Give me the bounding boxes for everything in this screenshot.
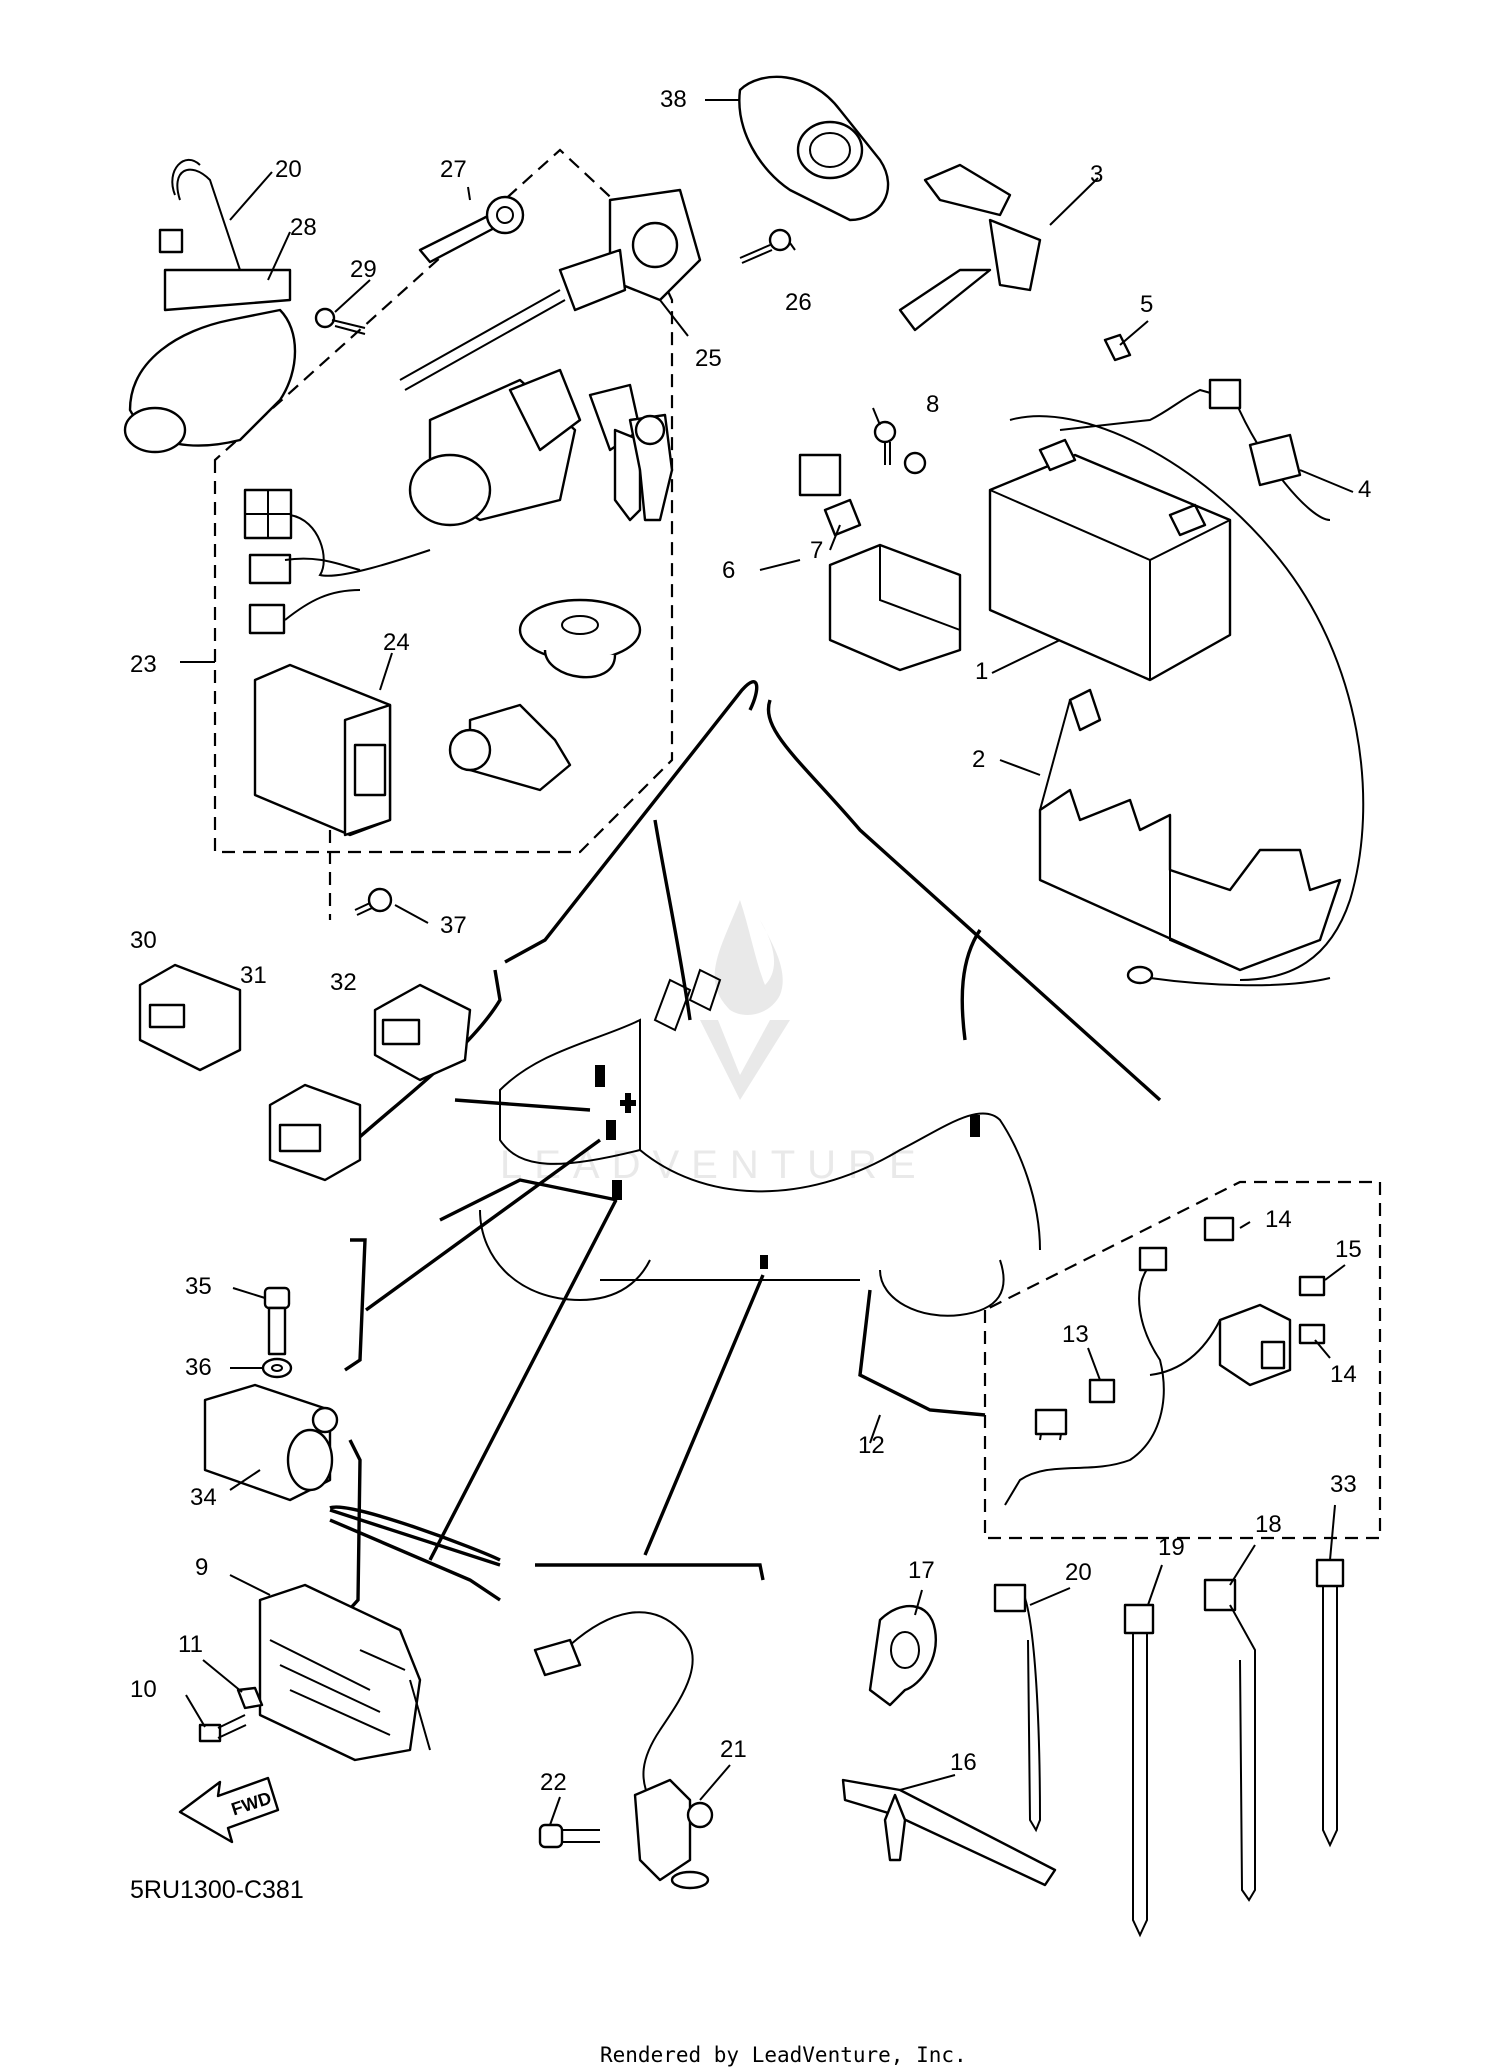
label-14-top: 14 [1265,1206,1292,1233]
label-6: 6 [722,557,735,584]
part-15-fuse [1298,1275,1326,1297]
label-37: 37 [440,912,467,939]
part-16-harness-band [841,1778,1057,1887]
label-14-bottom: 14 [1330,1361,1357,1388]
label-8: 8 [926,391,939,418]
part-32-connector [373,983,472,1082]
label-30: 30 [130,927,157,954]
part-14-fuse-holder [1203,1216,1326,1345]
label-1: 1 [975,658,988,685]
part-38-cover-plate [738,75,890,222]
group-23-outline [213,148,674,854]
part-24-cdi-unit [253,663,392,837]
part-fuel-cap [518,598,642,679]
label-7: 7 [810,537,823,564]
label-19: 19 [1158,1534,1185,1561]
scooter-outline [479,968,1041,1317]
part-21-sensor [533,1611,714,1890]
label-35: 35 [185,1273,212,1300]
label-22: 22 [540,1769,567,1796]
footer-credit: Rendered by LeadVenture, Inc. [600,2043,967,2067]
label-3: 3 [1090,161,1103,188]
forward-arrow-icon: FWD [178,1776,280,1844]
part-27-key [418,195,525,264]
part-20-cable-tie [993,1583,1042,1833]
part-28-switch-housing [123,158,297,454]
label-29: 29 [350,256,377,283]
label-25: 25 [695,345,722,372]
connector-mark [595,1065,605,1087]
label-11: 11 [178,1631,203,1658]
part-ignition-key [628,413,674,522]
part-11-spacer [236,1686,264,1710]
label-13: 13 [1062,1321,1089,1348]
part-4-battery-cable [1009,378,1365,981]
label-2: 2 [972,746,985,773]
watermark-flame-icon [714,900,783,1015]
label-12: 12 [858,1432,885,1459]
part-30-connector [138,963,242,1072]
part-18-cable-tie [1203,1578,1256,1902]
part-26-screw [739,228,792,264]
label-33: 33 [1330,1471,1357,1498]
part-36-washer [261,1357,293,1379]
group-12-outline [983,1180,1382,1540]
watermark-text: LEADVENTURE [500,1143,928,1187]
label-15: 15 [1335,1236,1362,1263]
part-22-bolt [538,1823,600,1849]
label-38: 38 [660,86,687,113]
label-18: 18 [1255,1511,1282,1538]
part-37-screw [328,830,393,920]
part-17-clamp [868,1605,937,1707]
connector-mark [760,1255,768,1269]
label-4: 4 [1358,476,1371,503]
part-29-screw [314,307,366,335]
part-35-bolt [263,1286,291,1356]
label-24: 24 [383,629,410,656]
part-8-bolt [873,420,927,475]
label-31: 31 [240,962,267,989]
connector-mark [606,1120,616,1140]
label-5: 5 [1140,291,1153,318]
label-17: 17 [908,1557,935,1584]
part-5-terminal [1103,333,1132,362]
part-7-fuse [823,498,862,537]
label-32: 32 [330,969,357,996]
label-36: 36 [185,1354,212,1381]
part-23-main-switch [243,368,642,635]
part-19-cable-tie [1123,1603,1155,1938]
leader-lines [180,99,1354,1826]
part-number-labels: 38 20 27 3 28 29 26 25 5 8 4 7 6 1 23 24… [130,86,1371,1796]
label-21: 21 [720,1736,747,1763]
part-9-regulator [258,1583,431,1762]
part-33-cable-tie [1315,1558,1345,1848]
label-28: 28 [290,214,317,241]
part-25-steering-lock [399,188,702,391]
label-20: 20 [275,156,302,183]
part-10-bolt [198,1714,247,1743]
label-27: 27 [440,156,467,183]
connector-mark [612,1180,622,1200]
diagram-code: 5RU1300-C381 [130,1876,304,1904]
label-34: 34 [190,1484,217,1511]
part-3-bracket [898,163,1042,332]
part-12-wire-harness [1004,1246,1292,1506]
watermark-v-icon [700,1020,790,1100]
part-6-relay [798,453,962,672]
part-31-connector [268,1083,362,1182]
label-10: 10 [130,1676,157,1703]
label-16: 16 [950,1749,977,1776]
label-20-bottom: 20 [1065,1559,1092,1586]
part-key-cylinder [448,703,572,792]
part-1-battery [988,438,1232,682]
part-2-battery-box [1038,688,1342,987]
label-9: 9 [195,1554,208,1581]
connector-mark [970,1115,980,1137]
label-23: 23 [130,651,157,678]
label-26: 26 [785,289,812,316]
part-34-sensor [203,1383,339,1502]
watermark: LEADVENTURE [500,900,928,1187]
